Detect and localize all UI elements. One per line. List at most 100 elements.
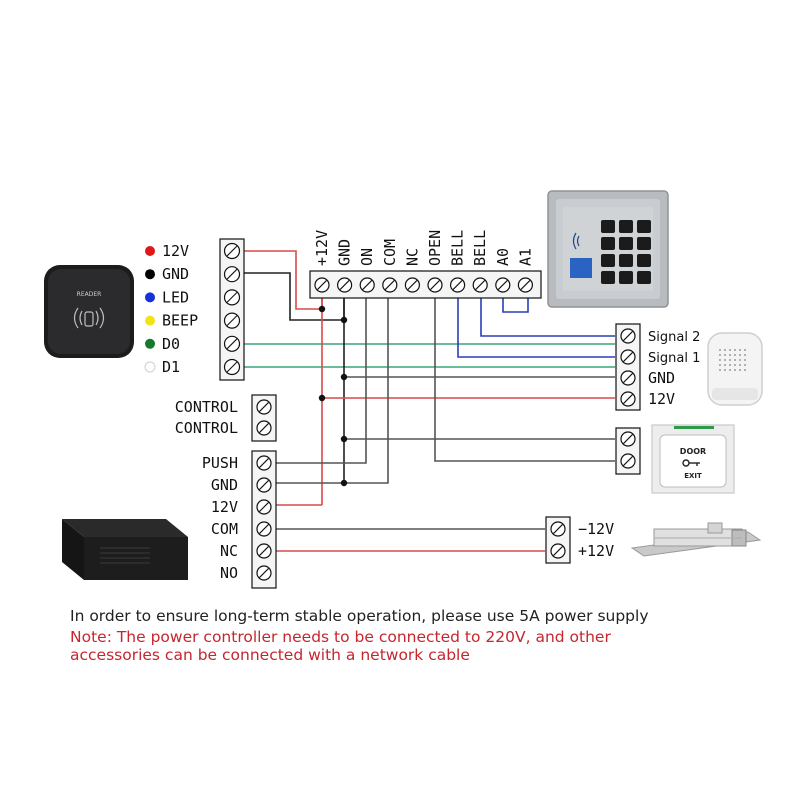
speaker-hole — [734, 364, 736, 366]
speaker-hole — [729, 359, 731, 361]
note-controller-220v: Note: The power controller needs to be c… — [70, 628, 611, 646]
speaker-hole — [719, 349, 721, 351]
keypad-nfc-icon — [572, 232, 580, 250]
power-terminal-label: NC — [220, 542, 238, 560]
control-label: CONTROL — [175, 398, 238, 416]
keypad-key — [637, 237, 651, 250]
terminal-screw — [427, 277, 443, 293]
terminal-screw — [359, 277, 375, 293]
wire-color-dot — [145, 338, 155, 349]
speaker-hole — [724, 349, 726, 351]
terminal-screw — [256, 399, 272, 415]
speaker-hole — [719, 354, 721, 356]
speaker-hole — [729, 354, 731, 356]
speaker-hole — [734, 354, 736, 356]
speaker-hole — [729, 349, 731, 351]
card-reader-device: READER — [44, 265, 134, 358]
terminal-screw — [256, 521, 272, 537]
power-terminal-label: 12V — [211, 498, 238, 516]
speaker-hole — [734, 349, 736, 351]
junction-dot — [340, 373, 348, 381]
keypad-info-panel — [570, 258, 592, 278]
reader-wire-label: BEEP — [162, 312, 198, 330]
reader-wire-label: D0 — [162, 335, 180, 353]
speaker-hole — [744, 349, 746, 351]
speaker-hole — [719, 359, 721, 361]
keypad-key — [601, 237, 615, 250]
junction-dot — [340, 479, 348, 487]
terminal-screw — [223, 242, 241, 260]
keypad-key — [637, 271, 651, 284]
wire-com-gnd — [276, 288, 389, 484]
speaker-hole — [724, 354, 726, 356]
terminal-screw — [256, 477, 272, 493]
power-terminal-label: GND — [211, 476, 238, 494]
lock-terminal-label: +12V — [578, 542, 614, 560]
wire-bell-2 — [480, 288, 615, 337]
speaker-hole — [739, 364, 741, 366]
terminal-screw — [620, 349, 636, 365]
controller-pin-label: ON — [358, 248, 376, 266]
speaker-hole — [729, 369, 731, 371]
terminal-screw — [620, 431, 636, 447]
power-terminal-label: COM — [211, 520, 238, 538]
wire-color-dot — [145, 246, 155, 256]
doorbell-terminal-label: GND — [648, 369, 675, 387]
keypad-key — [601, 220, 615, 233]
doorbell-terminal-label: Signal 1 — [648, 351, 700, 366]
terminal-screw — [256, 543, 272, 559]
terminal-screw — [517, 277, 534, 293]
doorbell-terminal-label: 12V — [648, 390, 675, 408]
controller-pin-label: BELL — [471, 230, 489, 266]
control-label: CONTROL — [175, 419, 238, 437]
exit-line1: DOOR — [680, 447, 706, 456]
control-terminal-block: CONTROL CONTROL — [175, 394, 277, 442]
reader-wire-label: 12V — [162, 242, 189, 260]
keypad-key — [619, 271, 633, 284]
keypad-key — [619, 237, 633, 250]
lock-terminal-block: −12V +12V — [545, 516, 614, 564]
speaker-hole — [724, 359, 726, 361]
terminal-screw — [620, 453, 636, 469]
wire-color-dot — [145, 292, 155, 303]
terminal-screw — [620, 370, 636, 386]
controller-pin-label: GND — [336, 239, 354, 266]
speaker-hole — [739, 369, 741, 371]
keypad-keys — [601, 220, 651, 284]
terminal-screw — [337, 277, 353, 293]
terminal-screw — [472, 277, 488, 293]
junction-dots — [318, 305, 348, 487]
power-supply-device — [62, 519, 188, 580]
keypad-key — [619, 220, 633, 233]
terminal-screw — [223, 289, 241, 306]
controller-pin-label: COM — [381, 239, 399, 266]
keypad-key — [619, 254, 633, 267]
lock-terminal-label: −12V — [578, 520, 614, 538]
terminal-screw — [223, 312, 241, 329]
controller-pin-label: +12V — [313, 230, 331, 266]
controller-pin-label: NC — [403, 248, 421, 266]
doorbell-device — [707, 332, 763, 406]
speaker-hole — [739, 359, 741, 361]
reader-wire-label: GND — [162, 265, 189, 283]
controller-pin-label: A0 — [494, 248, 512, 266]
speaker-hole — [719, 364, 721, 366]
speaker-hole — [744, 354, 746, 356]
terminal-screw — [223, 358, 241, 376]
controller-pin-label: A1 — [516, 248, 534, 266]
wire-color-dot — [145, 269, 155, 280]
terminal-screw — [620, 391, 636, 407]
reader-terminal-block — [219, 238, 245, 381]
controller-pin-label: BELL — [449, 230, 467, 266]
terminal-screw — [550, 521, 566, 537]
wire-reader-12v — [238, 250, 323, 310]
note-network-cable: accessories can be connected with a netw… — [70, 646, 470, 664]
speaker-hole — [744, 364, 746, 366]
terminal-screw — [382, 277, 398, 293]
speaker-hole — [744, 369, 746, 371]
wire-a0 — [502, 288, 529, 313]
junction-dot — [340, 316, 348, 324]
